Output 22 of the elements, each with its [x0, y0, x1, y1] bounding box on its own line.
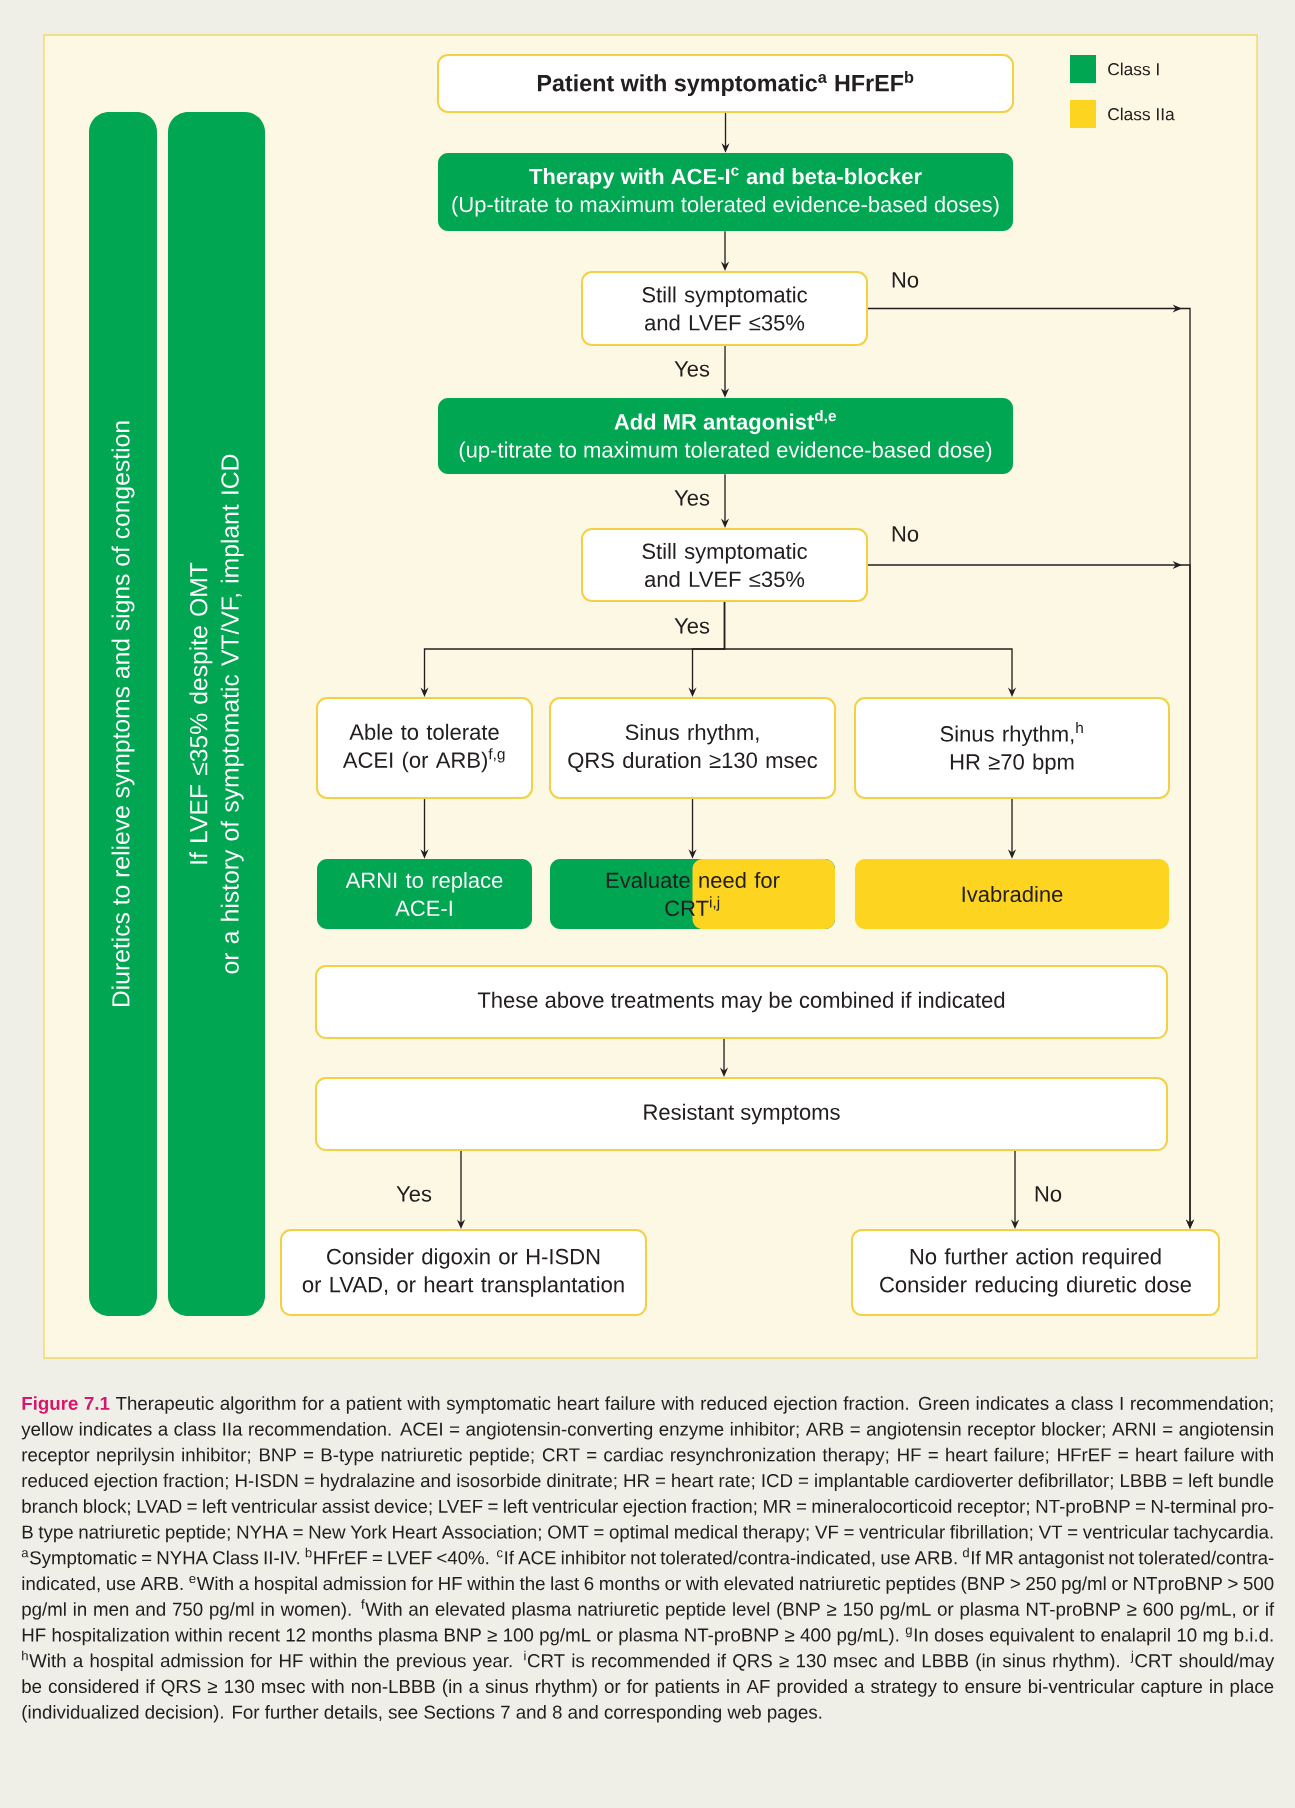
condition-box: Able to tolerate ACEI (or ARB)$^{f,g}$: [316, 697, 533, 799]
treatment-box: Add MR antagonist$^{d,e}$ (up-titrate to maximum tolerated evidence-based dose): [438, 398, 1013, 474]
figure-caption: Figure 7.1 Therapeutic algorithm for a patient with symptomatic heart failure with reduced ejection fraction. Green indicates a class I recommendation; yellow indicates a class IIa recommendation. ACEI = angiotensin-converting enzyme inhibitor; ARB = angiotensin receptor blocker; ARNI = angiotensin receptor neprilysin inhibitor; BNP = B-type natriuretic peptide; CRT = cardiac resynchronization therapy; HF = heart failure; HFrEF = heart failure with reduced ejection fraction; H-ISDN = hydralazine and isosorbide dinitrate; HR = heart rate; ICD = implantable cardioverter defibrillator; LBBB = left bundle branch block; LVAD = left ventricular assist device; LVEF = left ventricular ejection fraction; MR = mineralocorticoid receptor; NT-proBNP = N-terminal pro-B type natriuretic peptide; NYHA = New York Heart Association; OMT = optimal medical therapy; VF = ventricular fibrillation; VT = ventricular tachycardia. $^{a}$Symptomatic = NYHA Class II-IV. $^{b}$HFrEF = LVEF <40%. $^{c}$If ACE inhibitor not tolerated/contra-indicated, use ARB. $^{d}$If MR antagonist not tolerated/contra-indicated, use ARB. $^{e}$With a hospital admission for HF within the last 6 months or with elevated natriuretic peptides (BNP > 250 pg/ml or NTproBNP > 500 pg/ml in men and 750 pg/ml in women). $^{f}$With an elevated plasma natriuretic peptide level (BNP ≥ 150 pg/mL or plasma NT-proBNP ≥ 600 pg/mL, or if HF hospitalization within recent 12 months plasma BNP ≥ 100 pg/mL or plasma NT-proBNP ≥ 400 pg/mL). $^{g}$In doses equivalent to enalapril 10 mg b.i.d. $^{h}$With a hospital admission for HF within the previous year. $^{i}$CRT is recommended if QRS ≥ 130 msec and LBBB (in sinus rhythm). $^{j}$CRT should/may be considered if QRS ≥ 130 msec with non-LBBB (in a sinus rhythm) or for patients in AF provided a strategy to ensure bi-ventricular capture in place (individualized decision). For further details, see Sections 7 and 8 and corresponding web pages.: [21, 1396, 1275, 1723]
treatment-box: Ivabradine: [855, 859, 1169, 929]
condition-box: Sinus rhythm,$^{h}$ HR ≥70 bpm: [854, 697, 1170, 799]
condition-box: Sinus rhythm, QRS duration ≥130 msec: [549, 697, 836, 799]
edge-label: Yes: [672, 489, 712, 507]
legend-label: Class IIa: [1108, 107, 1175, 121]
condition-box: Still symptomatic and LVEF ≤35%: [581, 271, 868, 346]
process-box: Resistant symptoms: [315, 1077, 1168, 1151]
vertical-banner: If LVEF ≤35% despite OMT or a history of symptomatic VT/VF, implant ICD: [168, 112, 265, 1316]
edge-label: Yes: [394, 1185, 434, 1203]
outcome-box: Consider digoxin or H-ISDN or LVAD, or heart transplantation: [280, 1229, 647, 1316]
outcome-box: No further action required Consider reducing diuretic dose: [851, 1229, 1220, 1316]
start-box: Patient with symptomatic$^{a}$ HFrEF$^{b}$: [437, 54, 1014, 113]
edge-label: No: [1032, 1185, 1064, 1203]
note-box: These above treatments may be combined if indicated: [315, 965, 1168, 1039]
condition-box: Still symptomatic and LVEF ≤35%: [581, 528, 868, 602]
treatment-box: Therapy with ACE-I$^{c}$ and beta-blocker (Up-titrate to maximum tolerated evidence-based doses): [438, 153, 1013, 231]
legend-label: Class I: [1108, 62, 1159, 76]
treatment-box: ARNI to replace ACE-I: [317, 859, 532, 929]
vertical-banner: Diuretics to relieve symptoms and signs of congestion: [89, 112, 157, 1316]
